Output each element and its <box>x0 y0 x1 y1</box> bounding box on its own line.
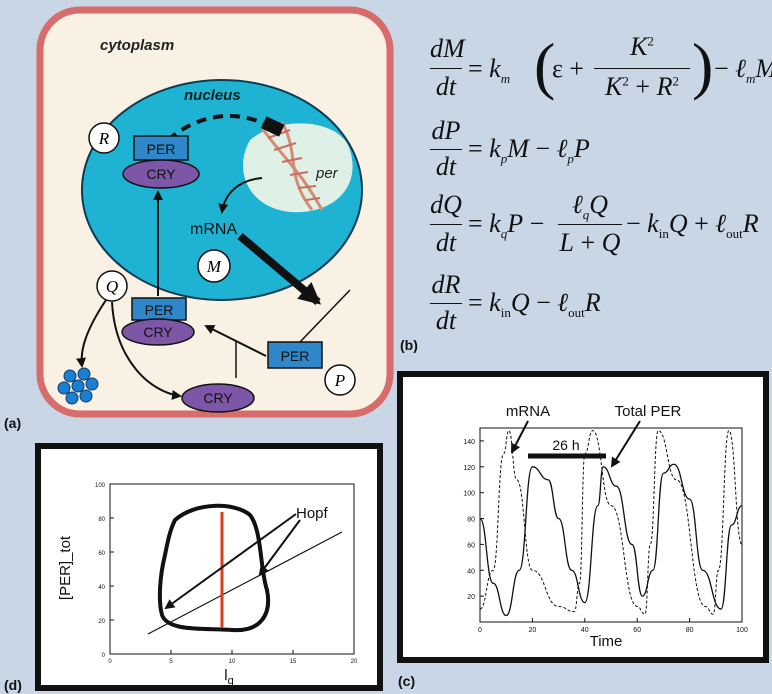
translation-arrow <box>237 232 322 306</box>
d-xtick-label: 5 <box>169 659 173 665</box>
equation-1: dM dt = km ( ε + K2 K2 + R2 ) − ℓmM <box>430 30 772 101</box>
d-xaxis-label: lq <box>224 667 233 687</box>
cyto-cry-label: CRY <box>143 324 173 340</box>
panel-c-series <box>479 430 743 617</box>
c-ytick-label: 140 <box>463 439 475 446</box>
species-q-circle <box>96 270 128 302</box>
panel-a: cytoplasm nucleus per mRNA M PER CRY R <box>4 6 394 431</box>
panel-b-label: (b) <box>400 337 418 353</box>
panel-c-axes <box>479 427 743 623</box>
transcription-arrow <box>218 177 263 214</box>
c-ytick-label: 40 <box>467 568 475 575</box>
d-ytick-label: 20 <box>98 619 105 625</box>
gene-region <box>243 123 353 213</box>
cyto-cry-oval <box>121 318 195 346</box>
d-ytick-label: 40 <box>98 585 105 591</box>
degraded-products <box>57 367 99 405</box>
c-period-label: 26 h <box>552 437 579 453</box>
cyto-per-label: PER <box>145 302 174 318</box>
c-per-series-line <box>479 463 743 617</box>
d-xtick-label: 20 <box>351 659 358 665</box>
per-input-line <box>299 289 351 343</box>
free-per-box <box>267 341 323 369</box>
d-yaxis-label: [PER]_tot <box>57 535 74 600</box>
panel-a-label: (a) <box>4 415 21 431</box>
gene-label: per <box>315 165 339 182</box>
panel-c: 20 40 60 80 100 120 140 0 20 40 60 80 100 mRNA Tota… <box>397 371 769 689</box>
d-xtick-label: 10 <box>229 659 236 665</box>
c-xtick-label: 60 <box>633 627 641 634</box>
d-steady-state-line <box>147 531 343 635</box>
d-ytick-label: 80 <box>98 517 105 523</box>
species-p-label: P <box>334 371 345 390</box>
c-per-annotation: Total PER <box>615 403 682 420</box>
c-xtick-label: 20 <box>529 627 537 634</box>
panel-d-frame <box>35 443 383 691</box>
d-xtick-label: 15 <box>290 659 297 665</box>
species-p-circle <box>324 364 356 396</box>
c-ytick-label: 20 <box>467 594 475 601</box>
free-cry-oval <box>181 383 255 413</box>
c-ytick-label: 80 <box>467 517 475 524</box>
free-per-label: PER <box>281 348 310 364</box>
d-ytick-label: 100 <box>95 483 106 489</box>
c-xtick-label: 80 <box>686 627 694 634</box>
c-per-pointer <box>610 420 641 468</box>
species-q-label: Q <box>106 277 118 296</box>
nuclear-cry-oval <box>122 159 200 189</box>
panel-c-label: (c) <box>398 673 415 689</box>
nuclear-per-label: PER <box>147 141 176 157</box>
nucleus-label: nucleus <box>184 87 241 104</box>
panel-d-yticks: 0 20 40 60 80 100 <box>95 483 114 659</box>
cytoplasm-label: cytoplasm <box>100 37 174 54</box>
species-r-label: R <box>98 129 110 148</box>
panel-c-frame <box>397 371 769 663</box>
release-arrow <box>111 301 182 400</box>
c-mrna-pointer <box>511 420 529 454</box>
d-xaxis-l: l <box>224 667 227 684</box>
species-r-circle <box>88 122 120 154</box>
c-xtick-label: 0 <box>478 627 482 634</box>
d-limit-cycle <box>157 503 271 633</box>
d-hopf-pointer-1 <box>164 513 297 610</box>
c-xtick-label: 40 <box>581 627 589 634</box>
c-mrna-series-line <box>479 430 743 615</box>
c-ytick-label: 120 <box>463 465 475 472</box>
nuclear-cry-label: CRY <box>146 166 176 182</box>
repression-bar <box>260 116 285 137</box>
c-xaxis-label: Time <box>590 633 623 650</box>
free-cry-label: CRY <box>203 390 233 406</box>
equation-4: dR dt = kinQ − ℓoutR <box>430 270 601 335</box>
c-mrna-annotation: mRNA <box>506 403 550 420</box>
d-xaxis-sub: q <box>228 675 234 687</box>
d-hopf-label: Hopf <box>296 505 329 522</box>
c-xtick-label: 100 <box>736 627 748 634</box>
d-ytick-label: 60 <box>98 551 105 557</box>
equation-2: dP dt = kpM − ℓpP <box>430 116 590 181</box>
panel-c-yticks: 20 40 60 80 100 120 140 <box>463 439 484 601</box>
c-ytick-label: 60 <box>467 542 475 549</box>
d-xtick-label: 0 <box>108 659 112 665</box>
species-m-label: M <box>206 257 222 276</box>
equation-3: dQ dt = kqP − ℓqQ L + Q − kinQ + ℓoutR <box>430 190 759 257</box>
c-ytick-label: 100 <box>463 491 475 498</box>
panel-c-xticks: 0 20 40 60 80 100 <box>478 618 748 634</box>
d-hopf-pointer-2 <box>258 519 301 576</box>
d-ytick-label: 0 <box>102 653 106 659</box>
repression-line <box>166 114 269 142</box>
mrna-label: mRNA <box>190 221 237 238</box>
panel-d-label: (d) <box>4 677 22 693</box>
species-m-circle <box>197 249 231 283</box>
degradation-arrow <box>76 299 107 368</box>
panel-d-xticks: 0 5 10 15 20 <box>108 650 358 665</box>
